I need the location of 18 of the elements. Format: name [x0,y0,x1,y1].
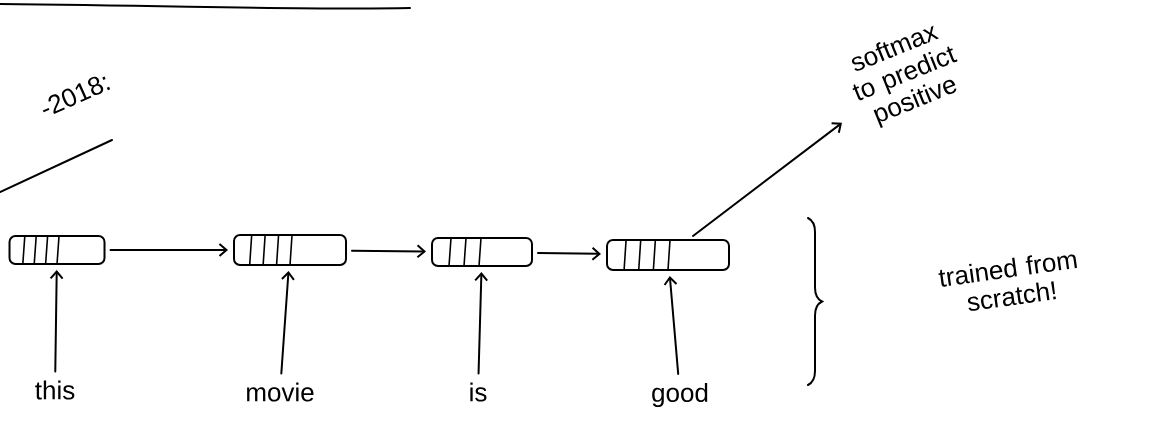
arrow [537,246,601,261]
word-label: good [652,382,708,408]
word-label: is [470,382,487,402]
vector-bar [606,239,730,271]
word-label: movie [247,382,314,402]
year-label: -2018: [42,76,111,115]
vector-bar [431,237,533,267]
arrow [109,243,228,257]
arrow [280,270,295,375]
note-text: trained from scratch! [938,254,1078,311]
arrow [49,270,64,373]
arrow [351,244,426,259]
arrow [474,272,489,375]
arrow [692,122,842,237]
vector-bar [233,234,347,266]
vector-bar [8,235,106,265]
arrow [663,275,680,375]
word-label: this [35,380,75,400]
